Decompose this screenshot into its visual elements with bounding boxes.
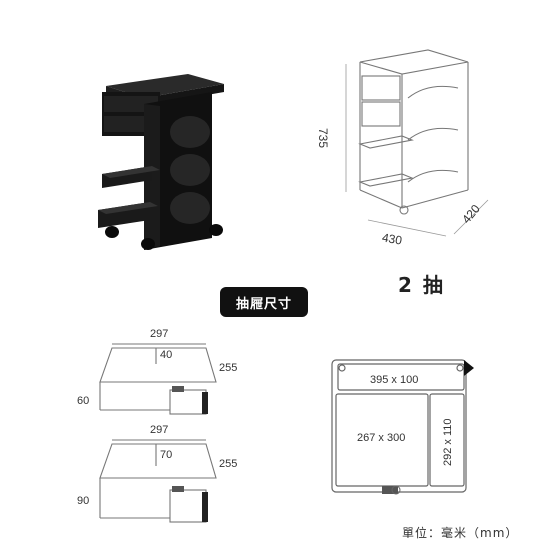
shallow-drawer-depth: 255: [219, 362, 238, 374]
deep-drawer-drawing: [99, 439, 217, 523]
unit-note: 單位：毫米（mm）: [402, 526, 519, 540]
shallow-drawer-drawing: [99, 343, 217, 415]
top-view-drawing: [331, 359, 474, 495]
main-area-size: 267 x 300: [357, 432, 406, 444]
height-dimension: 735: [316, 128, 330, 149]
shallow-drawer-inner-depth: 40: [160, 349, 173, 361]
product-outline-drawing: [345, 49, 489, 237]
deep-drawer-depth: 255: [219, 458, 238, 470]
shallow-drawer-height: 60: [77, 395, 90, 407]
drawer-count-label: 2 抽: [398, 273, 445, 297]
drawer-size-heading: 抽屜尺寸: [220, 287, 308, 317]
deep-drawer-inner-depth: 70: [160, 449, 173, 461]
deep-drawer-width: 297: [150, 424, 169, 436]
side-area-size: 292 x 110: [442, 418, 454, 466]
width-dimension: 430: [380, 230, 404, 248]
shallow-drawer-width: 297: [150, 328, 169, 340]
top-tray-size: 395 x 100: [370, 374, 419, 386]
product-photo: [98, 74, 224, 250]
deep-drawer-height: 90: [77, 495, 90, 507]
